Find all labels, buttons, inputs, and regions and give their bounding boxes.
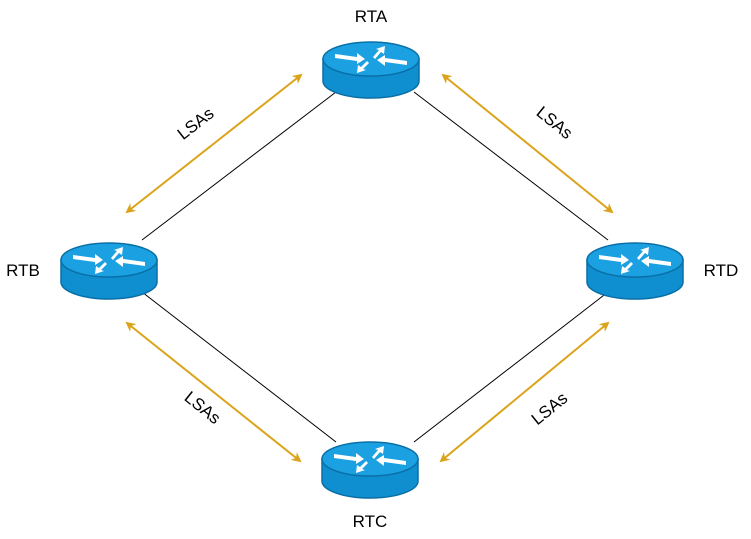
lsa-arrow-top-left — [125, 73, 303, 214]
router-icon — [586, 242, 684, 300]
router-icon — [60, 242, 158, 300]
router-rtb: RTB — [6, 242, 158, 300]
lsa-label-top-right: LSAs — [533, 103, 577, 143]
lsa-arrow-top-right — [441, 73, 614, 214]
lsa-arrow-bottom-left — [125, 321, 302, 463]
lsa-arrow-bottom-right — [439, 321, 610, 463]
link-rta-rtd — [413, 91, 609, 241]
link-rtb-rtc — [141, 291, 337, 443]
router-icon — [321, 441, 419, 499]
router-label-rtc: RTC — [353, 512, 388, 531]
lsa-arrows — [125, 73, 614, 463]
router-rtd: RTD — [586, 242, 739, 300]
router-label-rtd: RTD — [704, 261, 739, 280]
lsa-label-top-left: LSAs — [174, 104, 218, 144]
router-rta: RTA — [322, 7, 420, 99]
link-rtd-rtc — [413, 291, 609, 443]
lsa-label-bottom-right: LSAs — [528, 389, 572, 429]
router-icon — [322, 41, 420, 99]
router-label-rta: RTA — [355, 7, 388, 26]
router-label-rtb: RTB — [6, 261, 40, 280]
router-rtc: RTC — [321, 441, 419, 531]
link-rta-rtb — [141, 91, 337, 241]
lsa-label-bottom-left: LSAs — [181, 388, 225, 428]
